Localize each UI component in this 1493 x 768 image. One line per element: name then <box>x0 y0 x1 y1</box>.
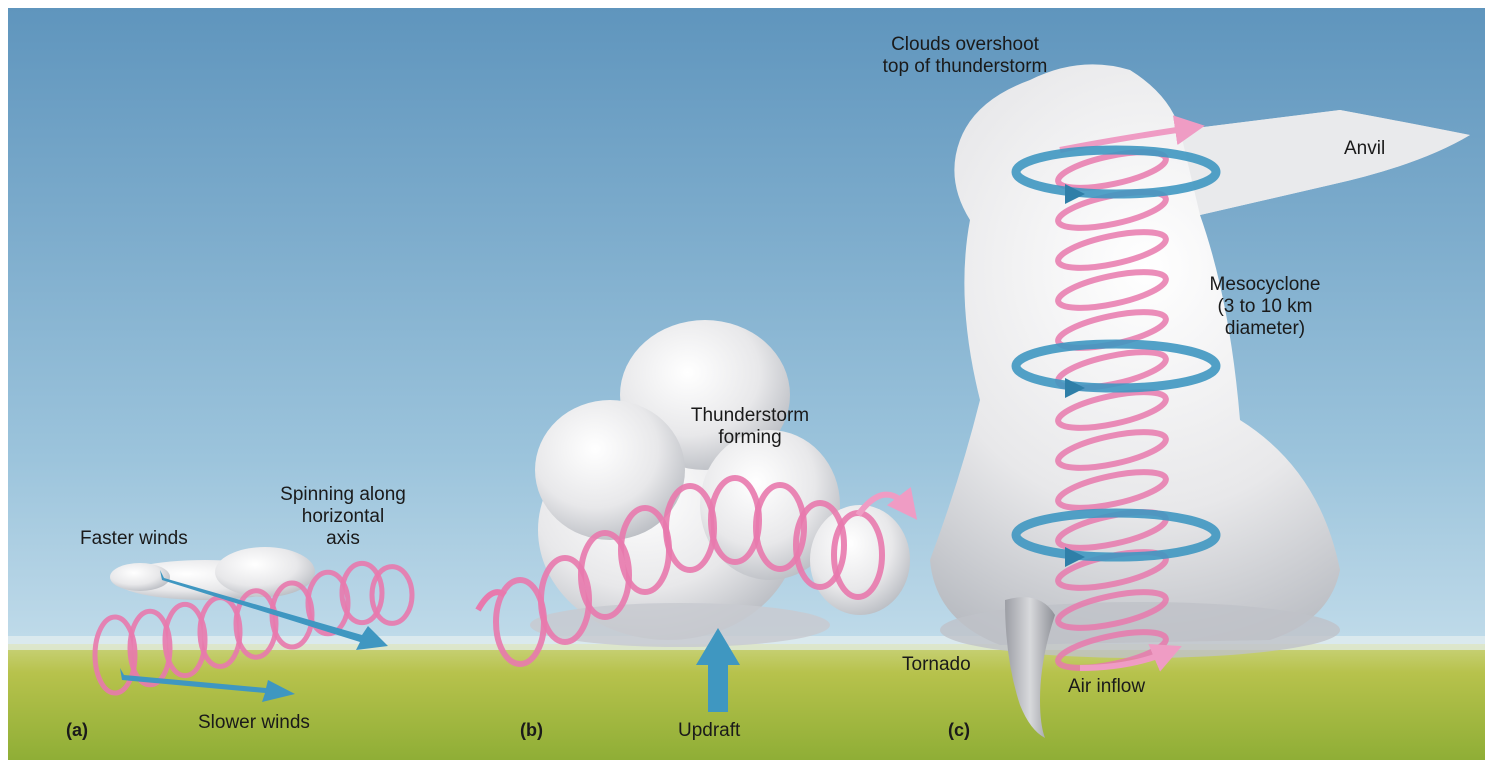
spin-loop <box>305 569 351 637</box>
spin-loop <box>538 555 592 645</box>
panel-c-tag: (c) <box>948 720 970 740</box>
thunderstorm-line-1: Thunderstorm <box>690 405 810 426</box>
spinning-line-1: Spinning along <box>280 484 406 505</box>
ring-arrowhead <box>1065 547 1085 567</box>
spin-loop <box>578 530 632 620</box>
updraft-arrow <box>696 628 740 712</box>
rotation-ring <box>1011 145 1221 199</box>
spin-arrowhead <box>855 486 918 520</box>
helix-coil <box>1055 389 1169 431</box>
panel-b-graphic <box>475 320 918 712</box>
mesocyclone-line-1: Mesocyclone <box>1209 274 1321 295</box>
spinning-line-2: horizontal <box>301 506 385 527</box>
panel-b-tag: (b) <box>520 720 543 740</box>
small-cloud <box>110 563 170 591</box>
helix-coil <box>1055 469 1169 511</box>
helix-coil <box>1055 149 1169 191</box>
overshoot-line-1: Clouds overshoot <box>891 34 1039 55</box>
rotation-ring <box>1011 508 1221 562</box>
spin-loop <box>233 588 279 660</box>
slower-winds-label: Slower winds <box>198 712 310 733</box>
rotation-ring <box>1011 339 1221 393</box>
small-cloud <box>215 547 315 597</box>
tornado-label: Tornado <box>902 654 971 675</box>
spin-loop <box>127 608 173 688</box>
tornado-funnel <box>1005 597 1055 738</box>
spin-loop <box>753 482 807 572</box>
tilted-spin-helix <box>475 475 918 667</box>
spin-loop <box>162 601 208 679</box>
ring-arrowhead <box>1065 378 1085 398</box>
helix-coil <box>1055 589 1169 631</box>
panel-c-graphic <box>930 64 1470 738</box>
thunderstorm-line-2: forming <box>718 427 782 448</box>
mesocyclone-line-2: (3 to 10 km <box>1217 296 1313 317</box>
spin-loop <box>793 500 847 590</box>
mesocyclone-rotation-rings <box>1011 145 1221 567</box>
spin-tail <box>475 589 507 612</box>
panel-a-graphic <box>92 547 415 702</box>
air-inflow-label: Air inflow <box>1068 676 1146 697</box>
ground-field <box>8 644 1485 760</box>
anvil-label: Anvil <box>1344 138 1386 159</box>
faster-wind-arrow <box>160 570 388 650</box>
updraft-label: Updraft <box>678 720 741 741</box>
helix-coil <box>1055 229 1169 271</box>
ring-arrowhead <box>1065 184 1085 204</box>
slower-wind-arrow <box>120 668 295 702</box>
helix-coil <box>1055 429 1169 471</box>
panel-a-tag: (a) <box>66 720 88 740</box>
thunderstorm-forming-label: Thunderstorm forming <box>670 405 830 449</box>
spin-loop <box>92 614 138 696</box>
overshoot-line-2: top of thunderstorm <box>882 56 1048 77</box>
anvil-shape <box>1180 110 1470 215</box>
spin-loop <box>369 564 415 626</box>
spin-loop <box>339 560 385 626</box>
spinning-label: Spinning along horizontal axis <box>258 484 428 550</box>
mesocyclone-label: Mesocyclone (3 to 10 km diameter) <box>1180 274 1350 340</box>
helix-coil <box>1055 269 1169 311</box>
thunderstorm-cloud <box>535 400 685 540</box>
mesocyclone-line-3: diameter) <box>1224 318 1306 339</box>
spinning-line-3: axis <box>326 528 360 549</box>
overshoot-label: Clouds overshoot top of thunderstorm <box>850 34 1080 78</box>
air-inflow-arrow <box>1079 643 1182 672</box>
faster-winds-label: Faster winds <box>80 528 188 549</box>
